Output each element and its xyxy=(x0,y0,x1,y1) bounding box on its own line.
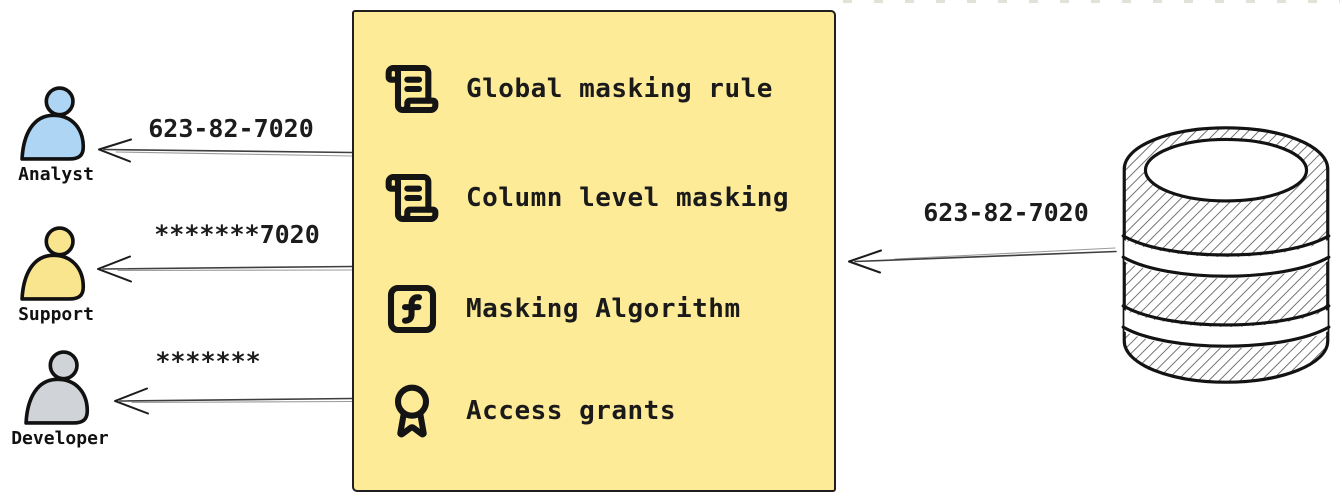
person-head xyxy=(48,350,79,381)
masking-item-label: Global masking rule xyxy=(466,74,773,104)
persona-label: Support xyxy=(18,304,94,325)
value-from-database: 623-82-7020 xyxy=(923,198,1089,227)
masking-item-label: Column level masking xyxy=(466,183,790,213)
masking-item-label: Access grants xyxy=(466,396,676,426)
scroll-text-icon xyxy=(384,61,440,117)
persona-label: Analyst xyxy=(18,164,94,185)
masking-rules-box: Global masking rule Column level masking… xyxy=(352,10,836,492)
masking-item-algorithm: Masking Algorithm xyxy=(384,281,741,337)
person-head xyxy=(44,86,75,117)
masking-item-access-grants: Access grants xyxy=(384,383,676,439)
value-to-analyst: 623-82-7020 xyxy=(148,114,314,143)
person-icon xyxy=(20,86,86,161)
arrow-to-support xyxy=(97,255,353,283)
database-separators xyxy=(1124,238,1328,349)
award-icon xyxy=(384,383,440,439)
person-body xyxy=(20,113,86,161)
arrow-to-developer xyxy=(114,387,353,415)
function-square-icon xyxy=(384,281,440,337)
person-body xyxy=(24,377,90,425)
top-dashed-line xyxy=(843,0,1340,3)
arrow-db-to-box xyxy=(848,247,1117,274)
masking-item-label: Masking Algorithm xyxy=(466,294,741,324)
value-to-developer: ******* xyxy=(155,347,261,376)
database-top-face xyxy=(1143,137,1309,203)
scroll-text-icon xyxy=(384,170,440,226)
persona-analyst: Analyst xyxy=(0,86,116,185)
masking-item-column-level: Column level masking xyxy=(384,170,789,226)
database-icon xyxy=(1121,126,1331,384)
person-icon xyxy=(24,350,90,425)
person-head xyxy=(44,226,75,257)
person-body xyxy=(20,253,86,301)
value-to-support: *******7020 xyxy=(154,220,320,249)
masking-item-global-rule: Global masking rule xyxy=(384,61,773,117)
person-icon xyxy=(20,226,86,301)
persona-support: Support xyxy=(0,226,116,325)
persona-label: Developer xyxy=(11,428,109,449)
persona-developer: Developer xyxy=(0,350,120,449)
